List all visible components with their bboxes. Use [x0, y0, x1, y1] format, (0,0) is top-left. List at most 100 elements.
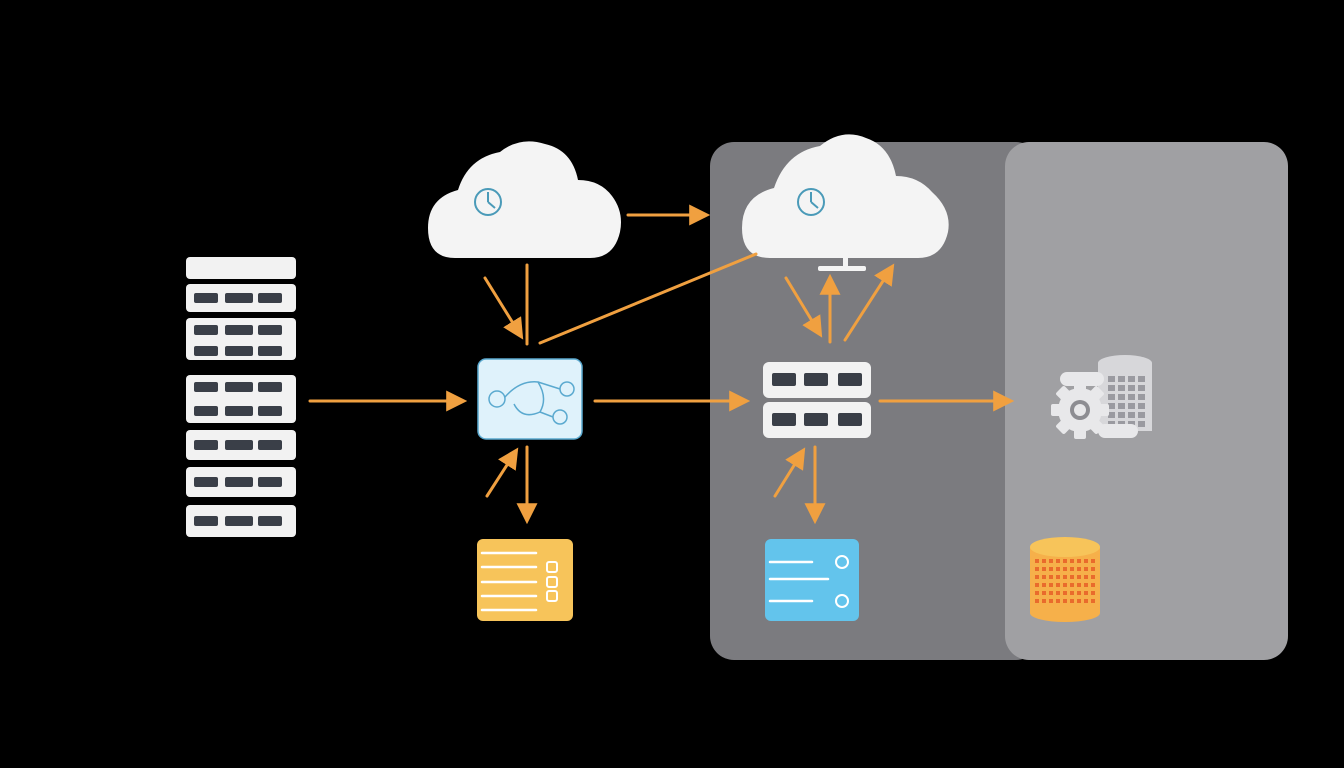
cylinder-dot — [1091, 591, 1095, 595]
rack-slot — [258, 477, 282, 487]
cylinder-dot — [1063, 599, 1067, 603]
server-icon — [763, 362, 871, 438]
workflow-graph-icon — [477, 358, 583, 440]
cylinder-dot — [1049, 559, 1053, 563]
cylinder-dot — [1049, 599, 1053, 603]
cylinder-dot — [1042, 567, 1046, 571]
line-process-to-right-cloud — [538, 252, 758, 345]
cylinder-dot — [1091, 599, 1095, 603]
server-slot — [838, 413, 862, 426]
rack-slot — [225, 516, 253, 526]
db-cell — [1128, 394, 1135, 400]
cylinder-dot — [1077, 591, 1081, 595]
arrow-up-to-process — [485, 447, 519, 498]
db-cell — [1118, 376, 1125, 382]
cylinder-dot — [1091, 559, 1095, 563]
rack-slot — [194, 477, 218, 487]
rack-slot — [225, 440, 253, 450]
cylinder-dot — [1070, 583, 1074, 587]
server-rack-icon — [186, 257, 296, 537]
cylinder-dot — [1035, 567, 1039, 571]
db-cell — [1138, 412, 1145, 418]
cylinder-dot — [1049, 575, 1053, 579]
db-cell — [1108, 394, 1115, 400]
cylinder-dot — [1070, 599, 1074, 603]
cylinder-dot — [1056, 599, 1060, 603]
rack-slot — [194, 382, 218, 392]
arrow-server-to-cloud-b — [843, 263, 895, 342]
rack-slot — [194, 516, 218, 526]
cylinder-dot — [1091, 567, 1095, 571]
db-cell — [1128, 385, 1135, 391]
cylinder-dot — [1042, 599, 1046, 603]
cylinder-dot — [1077, 583, 1081, 587]
db-cell — [1128, 376, 1135, 382]
storage-list-icon — [765, 539, 859, 621]
server-slot — [804, 413, 828, 426]
cylinder-dot — [1056, 591, 1060, 595]
storage-toggle — [546, 561, 558, 573]
cylinder-dot — [1056, 567, 1060, 571]
server-slot — [838, 373, 862, 386]
rack-top — [186, 257, 296, 279]
storage-toggle — [546, 576, 558, 588]
storage-toggle — [835, 594, 849, 608]
cylinder-dot — [1042, 591, 1046, 595]
db-cell — [1138, 421, 1145, 427]
cylinder-dot — [1035, 599, 1039, 603]
cloud-clock-icon — [428, 141, 621, 258]
arrow-cloud-to-server — [784, 276, 823, 338]
cylinder-dot — [1091, 583, 1095, 587]
connector-arrows — [308, 204, 1015, 525]
rack-slot — [225, 477, 253, 487]
db-cell — [1128, 421, 1135, 427]
storage-toggle — [835, 555, 849, 569]
rack-slot — [225, 346, 253, 356]
cylinder-dot — [1056, 559, 1060, 563]
cylinder-dot — [1077, 559, 1081, 563]
db-cell — [1118, 394, 1125, 400]
storage-toggle — [546, 590, 558, 602]
cylinder-dot — [1070, 575, 1074, 579]
db-cell — [1108, 412, 1115, 418]
rack-slot — [258, 440, 282, 450]
gear-center — [1074, 404, 1086, 416]
rack-slot — [225, 325, 253, 335]
cylinder-dot — [1063, 591, 1067, 595]
db-cell — [1128, 403, 1135, 409]
database-cylinder-icon — [1030, 537, 1100, 622]
cylinder-dot — [1035, 591, 1039, 595]
server-slot — [804, 373, 828, 386]
cylinder-dot — [1049, 583, 1053, 587]
db-cell — [1108, 385, 1115, 391]
cylinder-dot — [1077, 575, 1081, 579]
rack-slot — [225, 382, 253, 392]
cylinder-dot — [1042, 575, 1046, 579]
cylinder-dot — [1070, 591, 1074, 595]
rack-slot — [194, 406, 218, 416]
rack-slot — [258, 406, 282, 416]
db-cell — [1138, 403, 1145, 409]
db-cell — [1118, 385, 1125, 391]
cylinder-dot — [1035, 559, 1039, 563]
rack-slot — [258, 325, 282, 335]
cylinder-dot — [1035, 575, 1039, 579]
cylinder-dot — [1070, 567, 1074, 571]
cylinder-dot — [1084, 575, 1088, 579]
cylinder-dot — [1056, 575, 1060, 579]
storage-list-icon — [477, 539, 573, 621]
cylinder-dot — [1042, 583, 1046, 587]
cylinder-dot — [1049, 591, 1053, 595]
cylinder-dot — [1077, 567, 1081, 571]
panel-middle — [710, 142, 1040, 660]
cylinder-dot — [1056, 583, 1060, 587]
cylinder-dot — [1091, 575, 1095, 579]
cylinder-dot — [1084, 599, 1088, 603]
server-slot — [772, 413, 796, 426]
server-slot — [772, 373, 796, 386]
cylinder-dot — [1084, 591, 1088, 595]
rack-slot — [258, 382, 282, 392]
rack-slot — [225, 293, 253, 303]
database-gear-icon — [1051, 355, 1152, 439]
